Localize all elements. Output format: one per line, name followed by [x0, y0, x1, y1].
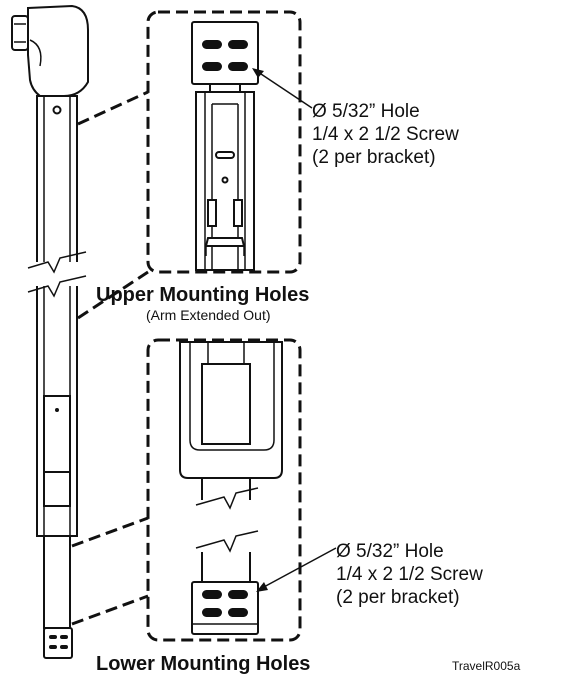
upper-heading: Upper Mounting Holes — [96, 284, 310, 306]
lower-detail-box — [146, 338, 337, 642]
upper-hole — [202, 62, 222, 71]
upper-hole — [228, 40, 248, 49]
lower-bracket-plate — [191, 581, 259, 635]
lower-hole — [202, 608, 222, 617]
arm-mid-section — [43, 395, 71, 473]
lower-callout-hole: Ø 5/32” Hole — [336, 541, 444, 562]
lower-heading: Lower Mounting Holes — [96, 653, 311, 675]
lower-callout-screw: 1/4 x 2 1/2 Screw — [336, 564, 483, 585]
upper-hole — [228, 62, 248, 71]
figure-id: TravelR005a — [452, 659, 521, 673]
upper-callout: Ø 5/32” Hole 1/4 x 2 1/2 Screw (2 per br… — [312, 100, 459, 169]
upper-callout-count: (2 per bracket) — [312, 147, 436, 168]
lower-hole — [228, 590, 248, 599]
arm-lower-extension — [43, 535, 71, 629]
arm-top-clip — [11, 15, 29, 51]
arm-top-head — [27, 4, 89, 97]
lower-callout-count: (2 per bracket) — [336, 587, 460, 608]
arm-break — [30, 262, 86, 286]
full-arm-view — [11, 4, 89, 659]
upper-bracket-plate — [191, 21, 259, 85]
upper-detail-box — [146, 10, 313, 274]
arm-bottom-bracket — [43, 627, 73, 659]
upper-hole — [202, 40, 222, 49]
lower-callout: Ø 5/32” Hole 1/4 x 2 1/2 Screw (2 per br… — [336, 540, 483, 609]
upper-subheading: (Arm Extended Out) — [146, 307, 271, 323]
zoom-leaders — [71, 90, 149, 626]
lower-hole — [228, 608, 248, 617]
upper-callout-hole: Ø 5/32” Hole — [312, 101, 420, 122]
arm-pivot-hole — [52, 105, 62, 115]
upper-callout-screw: 1/4 x 2 1/2 Screw — [312, 124, 459, 145]
lower-hole — [202, 590, 222, 599]
